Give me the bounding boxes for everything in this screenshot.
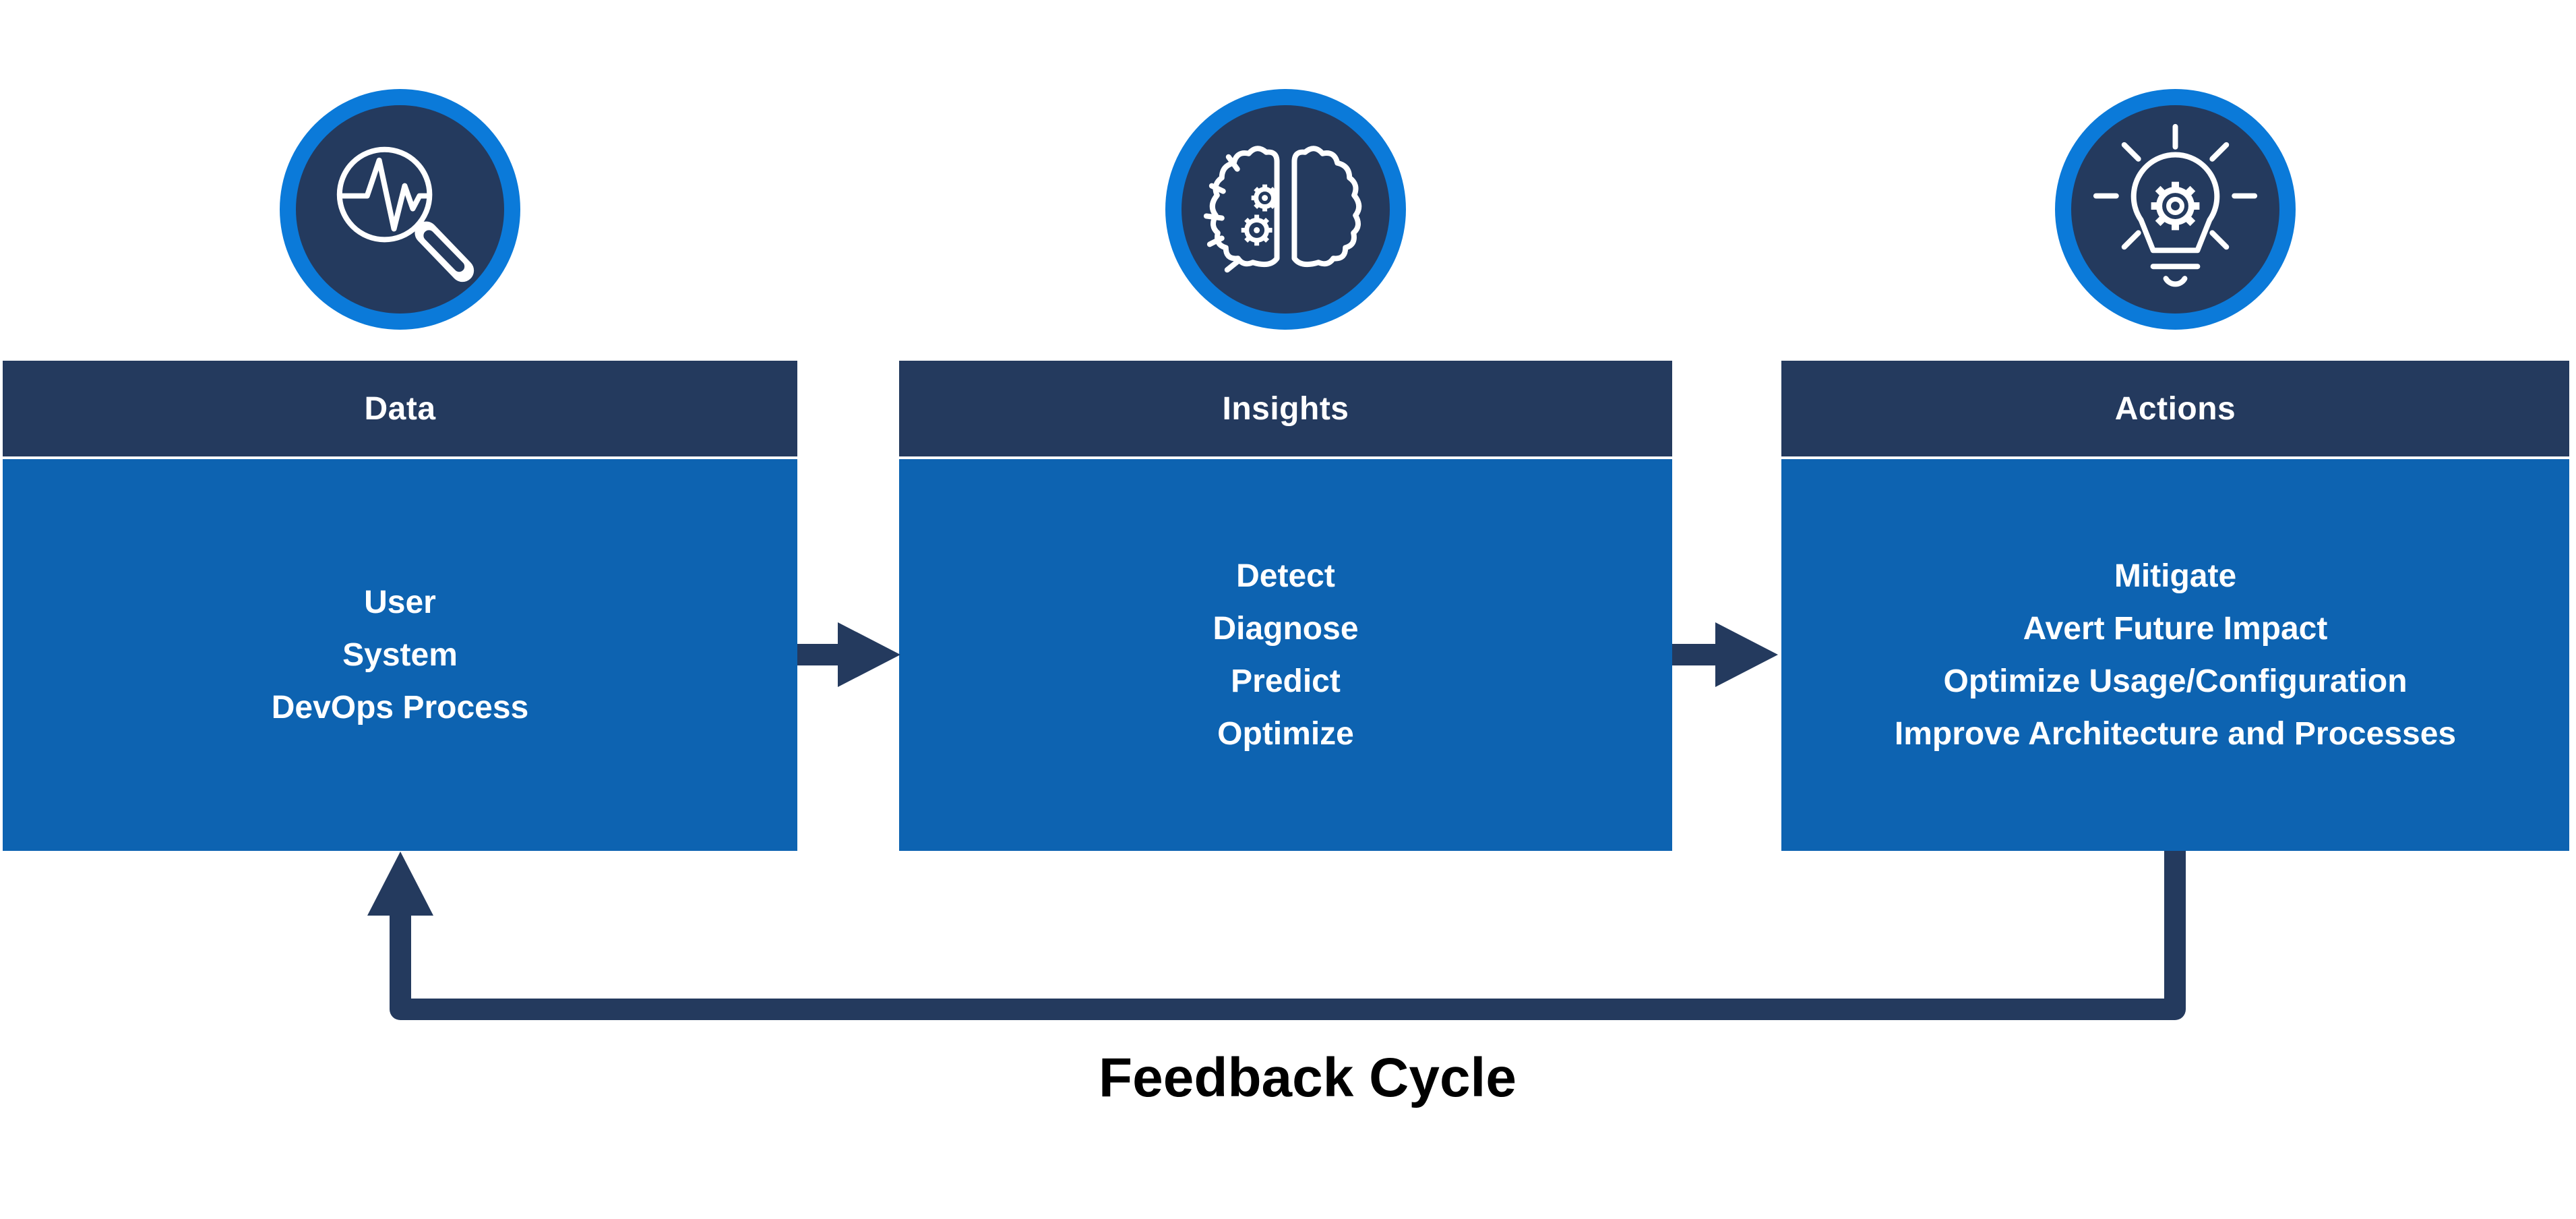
data-item: DevOps Process — [271, 689, 529, 725]
insights-item: Diagnose — [1213, 610, 1359, 647]
arrow-data-to-insights-icon — [797, 622, 900, 687]
column-actions: Actions Mitigate Avert Future Impact Opt… — [1781, 89, 2569, 851]
data-icon-badge — [280, 89, 520, 330]
insights-box-body: Detect Diagnose Predict Optimize — [899, 459, 1672, 851]
insights-item: Predict — [1231, 663, 1341, 699]
insights-item: Optimize — [1217, 715, 1354, 752]
insights-item: Detect — [1236, 558, 1335, 594]
data-box-header: Data — [3, 361, 797, 456]
actions-icon-badge — [2055, 89, 2296, 330]
magnifier-pulse-icon — [336, 146, 474, 283]
insights-icon-circle — [1182, 105, 1390, 314]
feedback-loop-line — [390, 851, 2186, 1020]
actions-item: Optimize Usage/Configuration — [1943, 663, 2408, 699]
actions-item: Mitigate — [2114, 558, 2237, 594]
arrow-insights-to-actions-icon — [1672, 622, 1778, 687]
actions-box-body: Mitigate Avert Future Impact Optimize Us… — [1781, 459, 2569, 851]
column-data: Data User System DevOps Process — [3, 89, 797, 851]
actions-item: Avert Future Impact — [2023, 610, 2328, 647]
data-icon-circle — [296, 105, 504, 314]
lightbulb-gear-icon — [2093, 123, 2258, 287]
column-insights: Insights Detect Diagnose Predict Optimiz… — [899, 89, 1672, 851]
feedback-cycle-label: Feedback Cycle — [1099, 1047, 1516, 1108]
actions-icon-circle — [2071, 105, 2279, 314]
brain-gears-icon — [1203, 146, 1362, 273]
feedback-arrowhead-icon — [367, 852, 433, 916]
data-item: System — [342, 636, 458, 673]
insights-box-header: Insights — [899, 361, 1672, 456]
divider — [1781, 456, 2569, 459]
actions-item: Improve Architecture and Processes — [1894, 715, 2457, 752]
divider — [3, 456, 797, 459]
divider — [899, 456, 1672, 459]
insights-icon-badge — [1165, 89, 1406, 330]
data-item: User — [364, 584, 436, 620]
actions-box-header: Actions — [1781, 361, 2569, 456]
data-box-body: User System DevOps Process — [3, 459, 797, 851]
